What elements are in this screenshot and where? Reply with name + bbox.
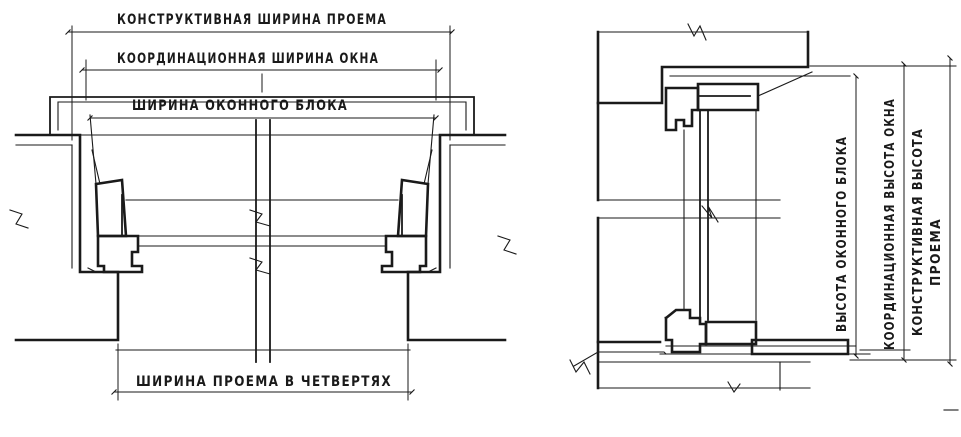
section-dimension-lines xyxy=(809,55,957,367)
section-bottom-frame xyxy=(569,308,871,375)
label-structural-height-line1: КОНСТРУКТИВНАЯ ВЫСОТА xyxy=(911,128,926,336)
label-structural-height-line2: ПРОЕМА xyxy=(929,218,944,286)
label-structural-opening-width: КОНСТРУКТИВНАЯ ШИРИНА ПРОЕМА xyxy=(117,12,387,28)
label-window-unit-height: ВЫСОТА ОКОННОГО БЛОКА xyxy=(835,136,850,332)
label-opening-width-in-rebates: ШИРИНА ПРОЕМА В ЧЕТВЕРТЯХ xyxy=(136,374,392,390)
section-view: ВЫСОТА ОКОННОГО БЛОКА КООРДИНАЦИОННАЯ ВЫ… xyxy=(569,23,959,411)
plan-view: КОНСТРУКТИВНАЯ ШИРИНА ПРОЕМА КООРДИНАЦИО… xyxy=(9,12,517,401)
label-coordination-window-width: КООРДИНАЦИОННАЯ ШИРИНА ОКНА xyxy=(117,51,379,67)
dim-structural-opening-width: КОНСТРУКТИВНАЯ ШИРИНА ПРОЕМА xyxy=(65,12,455,141)
plan-right-wall xyxy=(406,133,517,342)
section-window-verticals xyxy=(683,109,757,321)
dim-opening-width-in-rebates: ШИРИНА ПРОЕМА В ЧЕТВЕРТЯХ xyxy=(111,343,415,401)
plan-center-mullion xyxy=(249,119,271,363)
section-top-frame xyxy=(664,71,851,132)
plan-right-frame xyxy=(380,114,437,274)
dim-coordination-window-width: КООРДИНАЦИОННАЯ ШИРИНА ОКНА xyxy=(79,51,443,101)
plan-left-frame xyxy=(87,114,399,274)
label-window-unit-width: ШИРИНА ОКОННОГО БЛОКА xyxy=(132,98,348,114)
label-coordination-window-height: КООРДИНАЦИОННАЯ ВЫСОТА ОКНА xyxy=(883,98,898,350)
section-lower-wall xyxy=(596,199,811,393)
plan-left-wall xyxy=(9,133,120,342)
plan-outer-contour xyxy=(49,96,475,136)
section-lintel xyxy=(596,23,810,202)
dim-window-unit-width: ШИРИНА ОКОННОГО БЛОКА xyxy=(87,98,439,121)
